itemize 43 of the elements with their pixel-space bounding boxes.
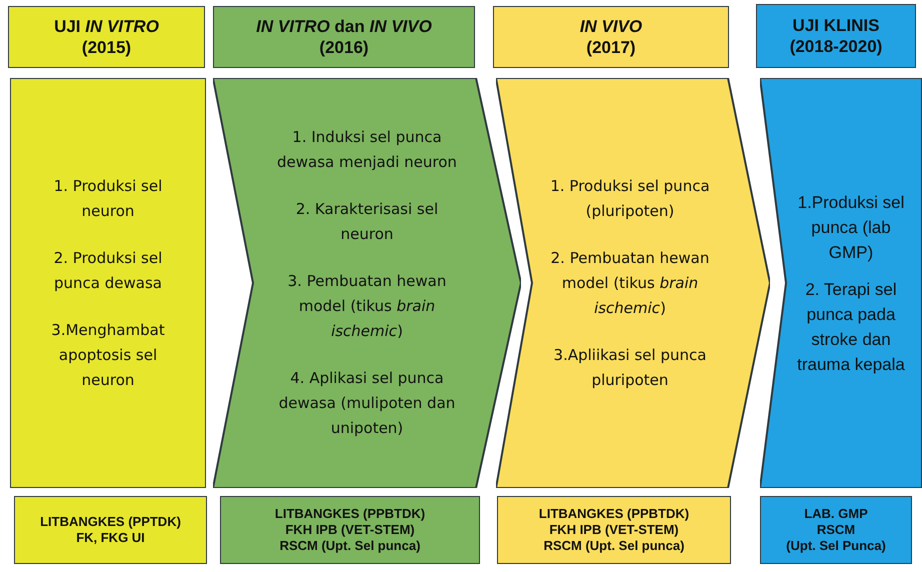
institution-text: LITBANGKES (PPTDK) [40,514,181,530]
institution-text: (Upt. Sel Punca) [786,538,886,554]
institution-text: LITBANGKES (PPBTDK) [538,506,690,522]
stage-panel [213,78,521,488]
stage-title: UJI IN VITRO [54,16,159,37]
institution-text: FKH IPB (VET-STEM) [549,522,679,538]
institution-text: RSCM [816,522,856,538]
institution-box [497,496,731,564]
stage-header-box [493,6,729,68]
stage-header-box [213,6,475,68]
institution-text: RSCM (Upt. Sel punca) [544,538,684,554]
stage-title: IN VIVO [580,16,642,37]
step-text: 2. Pembuatan hewan model (tikus brain ischemic) [550,248,710,318]
year-text: (2016) [319,37,369,58]
stage-header-box [756,4,916,68]
step-text: 3.Apliikasi sel punca pluripoten [552,344,708,390]
step-text: 2. Karakterisasi sel neuron [294,199,440,245]
institution-text: FK, FKG UI [76,530,145,546]
institution-text: LITBANGKES (PPBTDK) [274,506,426,522]
institution-box [220,496,480,564]
step-text: 1. Produksi sel neuron [52,176,164,222]
institution-text: RSCM (Upt. Sel punca) [280,538,420,554]
year-text: (2017) [586,37,636,58]
year-text: (2018-2020) [790,36,882,57]
stage-header-box [8,6,205,68]
institution-text: LAB. GMP [804,506,868,522]
step-text: 4. Aplikasi sel punca dewasa (mulipoten dan unipoten) [278,368,456,439]
institution-text: FKH IPB (VET-STEM) [285,522,415,538]
step-text: 3.Menghambat apoptosis sel neuron [50,320,166,390]
step-text: 3. Pembuatan hewan model (tikus brain ischemic) [286,271,448,342]
step-text: 2. Terapi sel punca pada stroke dan trauma kepala [796,278,906,376]
institution-box [14,496,207,564]
step-text: 1. Produksi sel punca (pluripoten) [549,176,711,222]
stage-panel [496,78,770,488]
stage-panel [760,78,922,488]
stage-panel [10,78,206,488]
step-text: 1. Induksi sel punca dewasa menjadi neuron [276,127,458,173]
stage-title: IN VITRO dan IN VIVO [256,16,432,37]
step-text: 2. Produksi sel punca dewasa [52,248,164,294]
stage-title: UJI KLINIS [792,15,880,36]
year-text: (2015) [82,37,132,58]
step-text: 1.Produksi sel punca (lab GMP) [796,192,906,264]
institution-box [760,496,912,564]
